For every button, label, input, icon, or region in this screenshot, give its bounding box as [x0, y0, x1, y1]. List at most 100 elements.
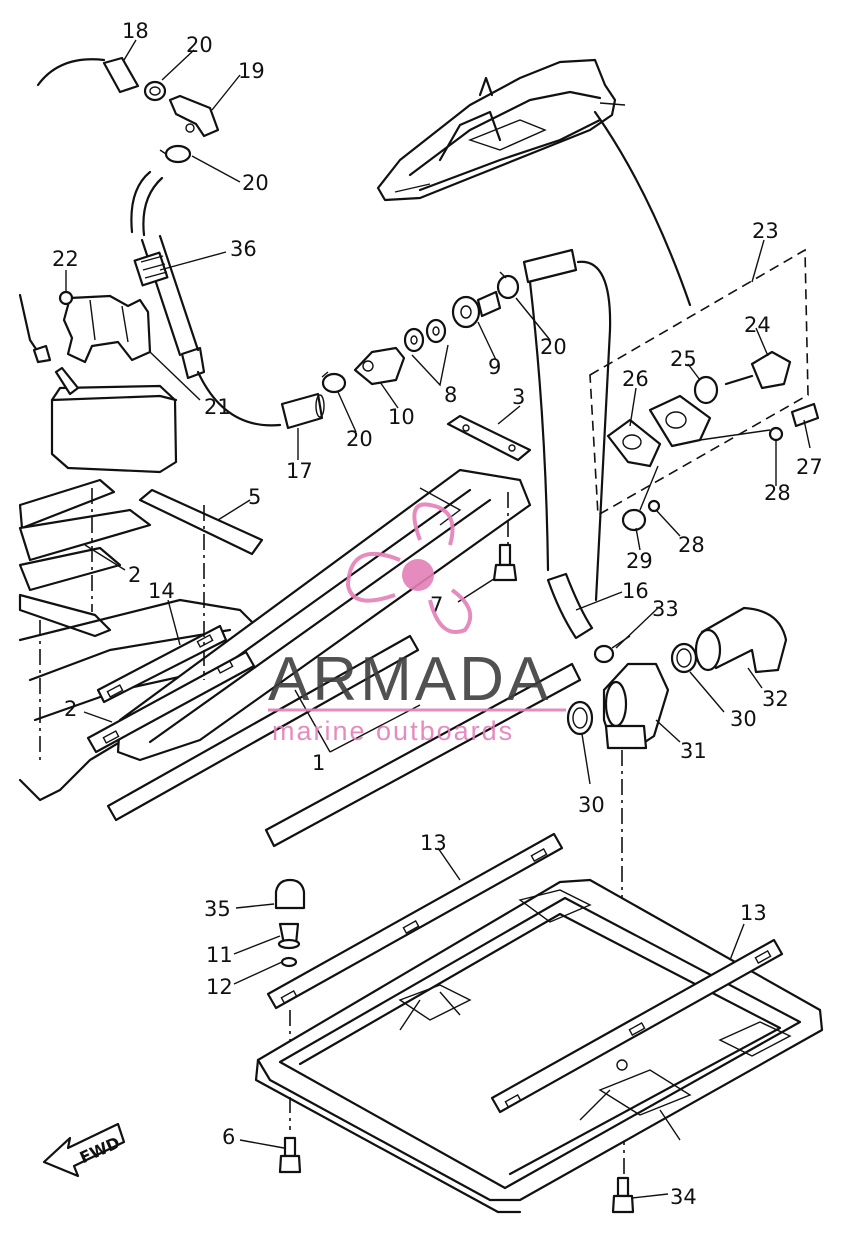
leader-thumbnail: [593, 110, 692, 307]
oil-tank: [50, 366, 178, 474]
nut-29: [621, 508, 647, 532]
strip-13-right: [490, 938, 784, 1114]
callout-20-left: 20: [346, 427, 373, 451]
strip-2-lower: [86, 650, 256, 754]
fitting-36-lower: [180, 346, 206, 380]
callout-5: 5: [248, 485, 261, 509]
callout-25: 25: [670, 347, 697, 371]
kit-lines: [639, 429, 771, 511]
outlet-31: [602, 662, 670, 750]
fitting-19: [168, 94, 220, 138]
callout-28-right: 28: [764, 481, 791, 505]
callout-2-lower: 2: [64, 697, 77, 721]
hose-upper-loop: [36, 58, 106, 87]
watermark-brand: ARMADA: [268, 645, 551, 714]
tank-cap: [32, 344, 52, 364]
leader-1: [294, 689, 421, 753]
hose-17: [280, 392, 325, 430]
leader-2-lower: [83, 711, 113, 723]
callout-34: 34: [670, 1185, 697, 1209]
hose-16: [546, 572, 594, 640]
callout-30-left: 30: [578, 793, 605, 817]
gasket-26: [606, 418, 662, 468]
callout-14: 14: [148, 579, 175, 603]
washer-28-a: [768, 426, 784, 442]
callout-19: 19: [238, 59, 265, 83]
callout-21: 21: [204, 395, 231, 419]
washer-12: [280, 956, 298, 968]
callout-11: 11: [206, 943, 233, 967]
callout-2-upper: 2: [128, 563, 141, 587]
callout-17: 17: [286, 459, 313, 483]
callout-36: 36: [230, 237, 257, 261]
bolt-7: [492, 543, 518, 582]
strip-5: [138, 488, 264, 556]
hose-to-17: [196, 370, 282, 427]
callout-35: 35: [204, 897, 231, 921]
callout-10: 10: [388, 405, 415, 429]
clamp-20-right: [496, 271, 520, 300]
leader-14: [167, 599, 181, 646]
hose-long-left: [528, 280, 550, 572]
callout-8: 8: [444, 383, 457, 407]
bracket-21: [62, 294, 152, 364]
washer-8-b: [425, 318, 447, 344]
callout-3: 3: [512, 385, 525, 409]
callout-22: 22: [52, 247, 79, 271]
clamp-30-lower: [566, 700, 594, 736]
kit-23-outline: [589, 248, 809, 517]
clamp-30-upper: [670, 642, 698, 674]
callout-28-left: 28: [678, 533, 705, 557]
callout-9: 9: [488, 355, 501, 379]
callout-33: 33: [652, 597, 679, 621]
clamp-20-left: [321, 371, 347, 394]
callout-12: 12: [206, 975, 233, 999]
leader-5: [217, 499, 251, 521]
callout-20-mid: 20: [242, 171, 269, 195]
cap-35: [274, 878, 306, 910]
callout-32: 32: [762, 687, 789, 711]
watermark-logo-icon: [345, 502, 473, 634]
hose-bent-upper: [130, 170, 164, 237]
pin-11: [277, 922, 301, 950]
callout-29: 29: [626, 549, 653, 573]
clamp-20-mid: [159, 144, 192, 164]
elbow-32: [694, 606, 788, 674]
callout-labels: 18 20 19 20 36 22 21 20 10 17 8 9 20 3 5…: [52, 19, 823, 1209]
bolt-34: [611, 1176, 635, 1214]
clamp-33: [593, 635, 631, 664]
callout-leaders: [65, 39, 811, 1199]
screw-22: [58, 290, 74, 306]
watermark-tagline: marine outboards: [272, 716, 514, 746]
strip-14: [96, 624, 228, 704]
watercraft-thumbnail: [376, 58, 626, 202]
fitting-36: [133, 251, 169, 287]
watermark: ARMADA marine outboards: [268, 502, 566, 746]
washer-8-a: [403, 327, 425, 353]
callout-20-right: 20: [540, 335, 567, 359]
left-body-panels: [18, 478, 257, 802]
callout-24: 24: [744, 313, 771, 337]
fitting-9: [451, 290, 502, 329]
hose-upper-right: [522, 248, 578, 284]
strip-13-left: [266, 832, 564, 1010]
callout-16: 16: [622, 579, 649, 603]
callout-30-right: 30: [730, 707, 757, 731]
leader-23: [751, 239, 765, 283]
plug-24: [724, 350, 792, 390]
callout-26: 26: [622, 367, 649, 391]
callout-27: 27: [796, 455, 823, 479]
hose-long-right: [576, 260, 612, 602]
callout-1: 1: [312, 751, 325, 775]
clamp-20-top: [143, 80, 167, 102]
fitting-10: [353, 346, 406, 386]
leader-3: [497, 405, 521, 425]
callout-13-left: 13: [420, 831, 447, 855]
callout-13-right: 13: [740, 901, 767, 925]
fwd-arrow-icon: FWD: [42, 1122, 126, 1178]
housing-26: [648, 394, 712, 448]
screw-27: [790, 402, 820, 428]
base-plate: [254, 878, 824, 1214]
leader-8: [411, 344, 449, 387]
